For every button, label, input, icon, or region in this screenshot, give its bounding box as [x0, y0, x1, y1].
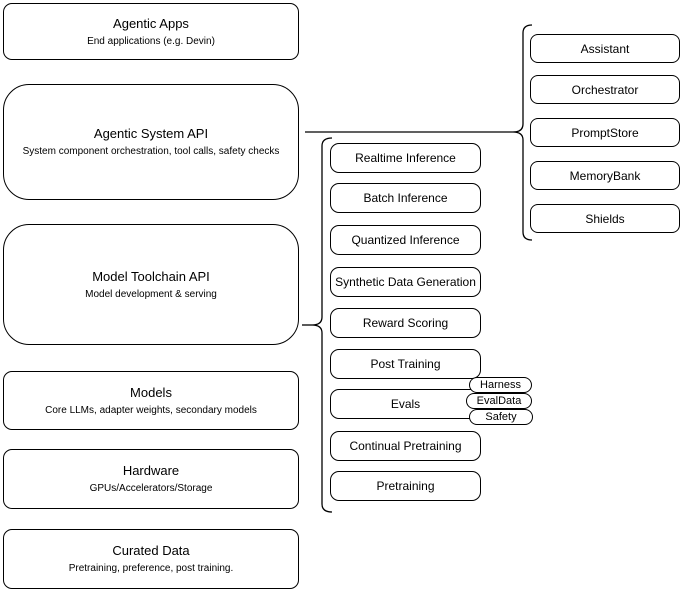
- toolchain-item-quantized-inference: Quantized Inference: [330, 225, 481, 255]
- pill-safety: Safety: [469, 409, 533, 425]
- system-item-assistant: Assistant: [530, 34, 680, 63]
- toolchain-item-continual-pretraining: Continual Pretraining: [330, 431, 481, 461]
- toolchain-curly-brace: [311, 137, 333, 513]
- node-title: Agentic System API: [93, 126, 209, 141]
- node-subtitle: Model development & serving: [85, 288, 217, 300]
- node-models: Models Core LLMs, adapter weights, secon…: [3, 371, 299, 430]
- system-item-memorybank: MemoryBank: [530, 161, 680, 190]
- node-curated-data: Curated Data Pretraining, preference, po…: [3, 529, 299, 589]
- pill-harness: Harness: [469, 377, 532, 393]
- toolchain-item-synthetic-data-generation: Synthetic Data Generation: [330, 267, 481, 297]
- system-item-promptstore: PromptStore: [530, 118, 680, 147]
- toolchain-item-batch-inference: Batch Inference: [330, 183, 481, 213]
- system-item-orchestrator: Orchestrator: [530, 75, 680, 104]
- toolchain-item-pretraining: Pretraining: [330, 471, 481, 501]
- toolchain-item-realtime-inference: Realtime Inference: [330, 143, 481, 173]
- node-subtitle: Pretraining, preference, post training.: [68, 563, 234, 574]
- pill-evaldata: EvalData: [466, 393, 532, 409]
- toolchain-item-reward-scoring: Reward Scoring: [330, 308, 481, 338]
- node-subtitle: End applications (e.g. Devin): [87, 35, 215, 47]
- system-item-shields: Shields: [530, 204, 680, 233]
- toolchain-item-post-training: Post Training: [330, 349, 481, 379]
- node-model-toolchain-api: Model Toolchain API Model development & …: [3, 224, 299, 345]
- node-hardware: Hardware GPUs/Accelerators/Storage: [3, 449, 299, 509]
- node-title: Curated Data: [112, 543, 190, 558]
- node-subtitle: System component orchestration, tool cal…: [22, 146, 280, 157]
- node-agentic-system-api: Agentic System API System component orch…: [3, 84, 299, 200]
- toolchain-item-evals: Evals: [330, 389, 481, 419]
- node-subtitle: GPUs/Accelerators/Storage: [89, 483, 213, 494]
- node-agentic-apps: Agentic Apps End applications (e.g. Devi…: [3, 3, 299, 60]
- node-title: Hardware: [122, 463, 180, 478]
- node-subtitle: Core LLMs, adapter weights, secondary mo…: [45, 404, 257, 416]
- node-title: Agentic Apps: [113, 15, 189, 31]
- node-title: Model Toolchain API: [92, 268, 210, 284]
- node-title: Models: [130, 384, 172, 400]
